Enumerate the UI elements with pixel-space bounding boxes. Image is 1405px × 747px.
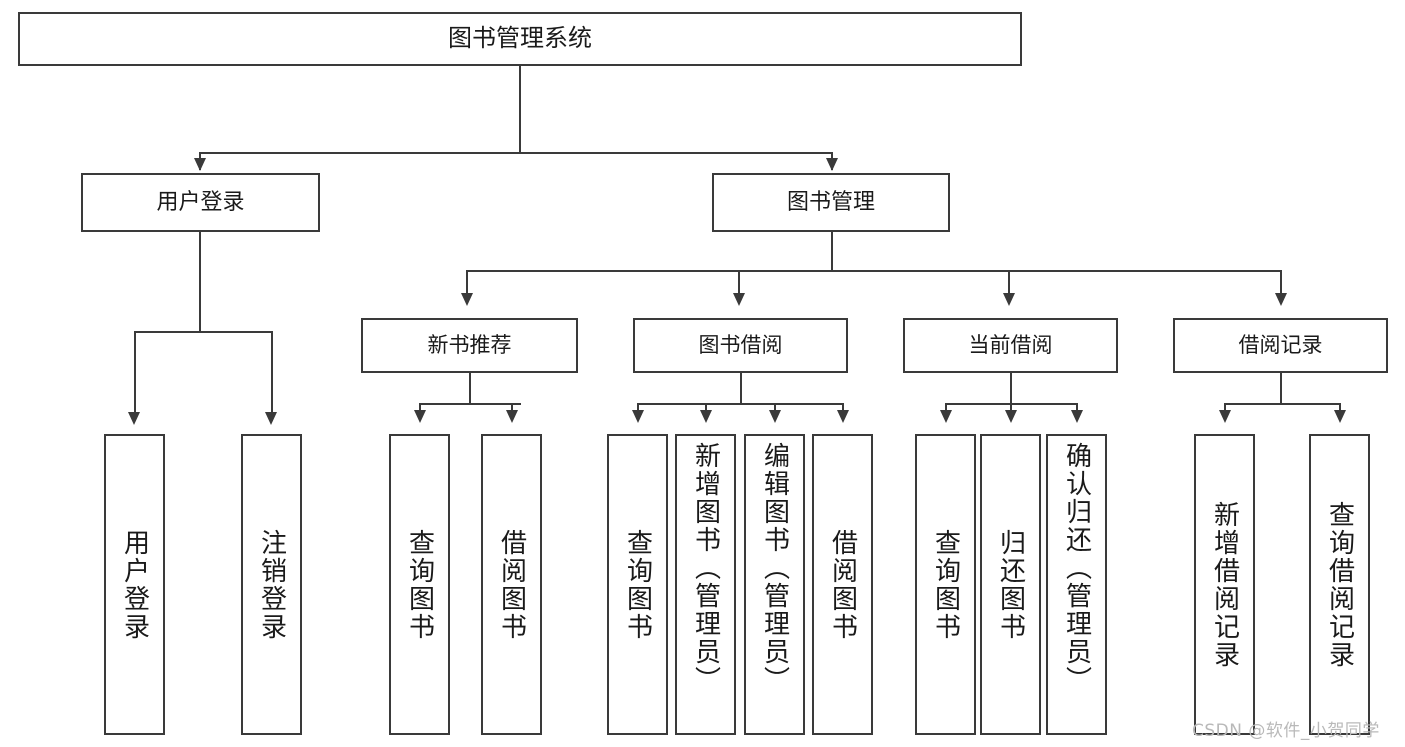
- arrow-borrow-to-l2: [700, 410, 712, 423]
- leaf-borrow-edit-book-admin[interactable]: 编辑图书（管理员）: [744, 434, 805, 735]
- arrow-borrow-to-l1: [632, 410, 644, 423]
- edge-records-bar: [1224, 403, 1341, 405]
- node-label: 图书借阅: [698, 333, 783, 358]
- edge-recommend-to-l2: [511, 403, 513, 415]
- arrow-login-to-leaf2: [265, 412, 277, 425]
- edge-borrow-to-l1: [637, 403, 639, 415]
- edge-records-to-l2: [1339, 403, 1341, 415]
- arrow-borrow-to-l3: [769, 410, 781, 423]
- node-user-login[interactable]: 用户登录: [81, 173, 320, 232]
- node-borrow-records[interactable]: 借阅记录: [1173, 318, 1388, 373]
- arrow-recommend-to-l2: [506, 410, 518, 423]
- arrow-recommend-to-l1: [414, 410, 426, 423]
- edge-bookmgmt-bar: [466, 270, 1282, 272]
- edge-bookmgmt-to-n2: [738, 270, 740, 302]
- edge-login-stem: [199, 232, 201, 333]
- edge-current-stem: [1010, 373, 1012, 404]
- edge-bookmgmt-to-n3: [1008, 270, 1010, 302]
- edge-recommend-to-l1: [419, 403, 421, 415]
- arrow-current-to-l2: [1005, 410, 1017, 423]
- csdn-watermark: CSDN @软件_小贺同学: [1192, 721, 1380, 741]
- edge-bookmgmt-to-n1: [466, 270, 468, 302]
- edge-borrow-to-l2: [705, 403, 707, 415]
- leaf-label: 注销登录: [256, 528, 287, 641]
- edge-borrow-stem: [740, 373, 742, 404]
- leaf-label: 归还图书: [995, 528, 1026, 641]
- edge-bookmgmt-stem: [831, 232, 833, 272]
- arrow-root-to-login: [194, 158, 206, 171]
- leaf-label: 确认归还（管理员）: [1061, 442, 1092, 694]
- edge-recommend-stem: [469, 373, 471, 404]
- leaf-label: 借阅图书: [827, 528, 858, 641]
- leaf-borrow-query-book[interactable]: 查询图书: [607, 434, 668, 735]
- node-label: 新书推荐: [427, 333, 512, 358]
- leaf-user-login-signin[interactable]: 用户登录: [104, 434, 165, 735]
- leaf-current-confirm-return-admin[interactable]: 确认归还（管理员）: [1046, 434, 1107, 735]
- node-label: 图书管理系统: [448, 24, 592, 53]
- leaf-records-add-record[interactable]: 新增借阅记录: [1194, 434, 1255, 735]
- edge-login-bar: [134, 331, 272, 333]
- leaf-label: 查询借阅记录: [1324, 500, 1355, 669]
- edge-root-stem: [519, 66, 521, 154]
- edge-bookmgmt-to-n4: [1280, 270, 1282, 302]
- leaf-current-return-book[interactable]: 归还图书: [980, 434, 1041, 735]
- leaf-label: 用户登录: [119, 528, 150, 641]
- leaf-label: 新增图书（管理员）: [690, 442, 721, 694]
- leaf-label: 新增借阅记录: [1209, 500, 1240, 669]
- node-book-borrow[interactable]: 图书借阅: [633, 318, 848, 373]
- leaf-recommend-query-book[interactable]: 查询图书: [389, 434, 450, 735]
- edge-borrow-to-l4: [842, 403, 844, 415]
- node-book-management[interactable]: 图书管理: [712, 173, 950, 232]
- leaf-borrow-borrow-book[interactable]: 借阅图书: [812, 434, 873, 735]
- leaf-label: 查询图书: [622, 528, 653, 641]
- leaf-label: 查询图书: [404, 528, 435, 641]
- edge-recommend-bar: [419, 403, 521, 405]
- leaf-label: 查询图书: [930, 528, 961, 641]
- leaf-user-login-signout[interactable]: 注销登录: [241, 434, 302, 735]
- edge-root-bar: [199, 152, 831, 154]
- node-label: 当前借阅: [968, 333, 1053, 358]
- arrow-records-to-l2: [1334, 410, 1346, 423]
- arrow-bookmgmt-to-n2: [733, 293, 745, 306]
- arrow-borrow-to-l4: [837, 410, 849, 423]
- arrow-current-to-l1: [940, 410, 952, 423]
- edge-current-to-l2: [1010, 403, 1012, 415]
- node-root-system[interactable]: 图书管理系统: [18, 12, 1022, 66]
- leaf-recommend-borrow-book[interactable]: 借阅图书: [481, 434, 542, 735]
- arrow-bookmgmt-to-n3: [1003, 293, 1015, 306]
- edge-borrow-to-l3: [774, 403, 776, 415]
- arrow-root-to-bookmgmt: [826, 158, 838, 171]
- node-label: 用户登录: [156, 189, 245, 215]
- arrow-bookmgmt-to-n1: [461, 293, 473, 306]
- node-label: 图书管理: [786, 189, 875, 215]
- edge-login-to-leaf1: [134, 331, 136, 421]
- leaf-current-query-book[interactable]: 查询图书: [915, 434, 976, 735]
- edge-records-to-l1: [1224, 403, 1226, 415]
- arrow-login-to-leaf1: [128, 412, 140, 425]
- edge-records-stem: [1280, 373, 1282, 404]
- leaf-records-query-record[interactable]: 查询借阅记录: [1309, 434, 1370, 735]
- node-current-borrow[interactable]: 当前借阅: [903, 318, 1118, 373]
- arrow-current-to-l3: [1071, 410, 1083, 423]
- edge-borrow-bar: [637, 403, 844, 405]
- arrow-bookmgmt-to-n4: [1275, 293, 1287, 306]
- leaf-borrow-add-book-admin[interactable]: 新增图书（管理员）: [675, 434, 736, 735]
- leaf-label: 编辑图书（管理员）: [759, 442, 790, 694]
- node-label: 借阅记录: [1238, 333, 1323, 358]
- arrow-records-to-l1: [1219, 410, 1231, 423]
- node-new-book-recommend[interactable]: 新书推荐: [361, 318, 578, 373]
- edge-login-to-leaf2: [271, 331, 273, 421]
- edge-current-to-l3: [1076, 403, 1078, 415]
- edge-current-to-l1: [945, 403, 947, 415]
- leaf-label: 借阅图书: [496, 528, 527, 641]
